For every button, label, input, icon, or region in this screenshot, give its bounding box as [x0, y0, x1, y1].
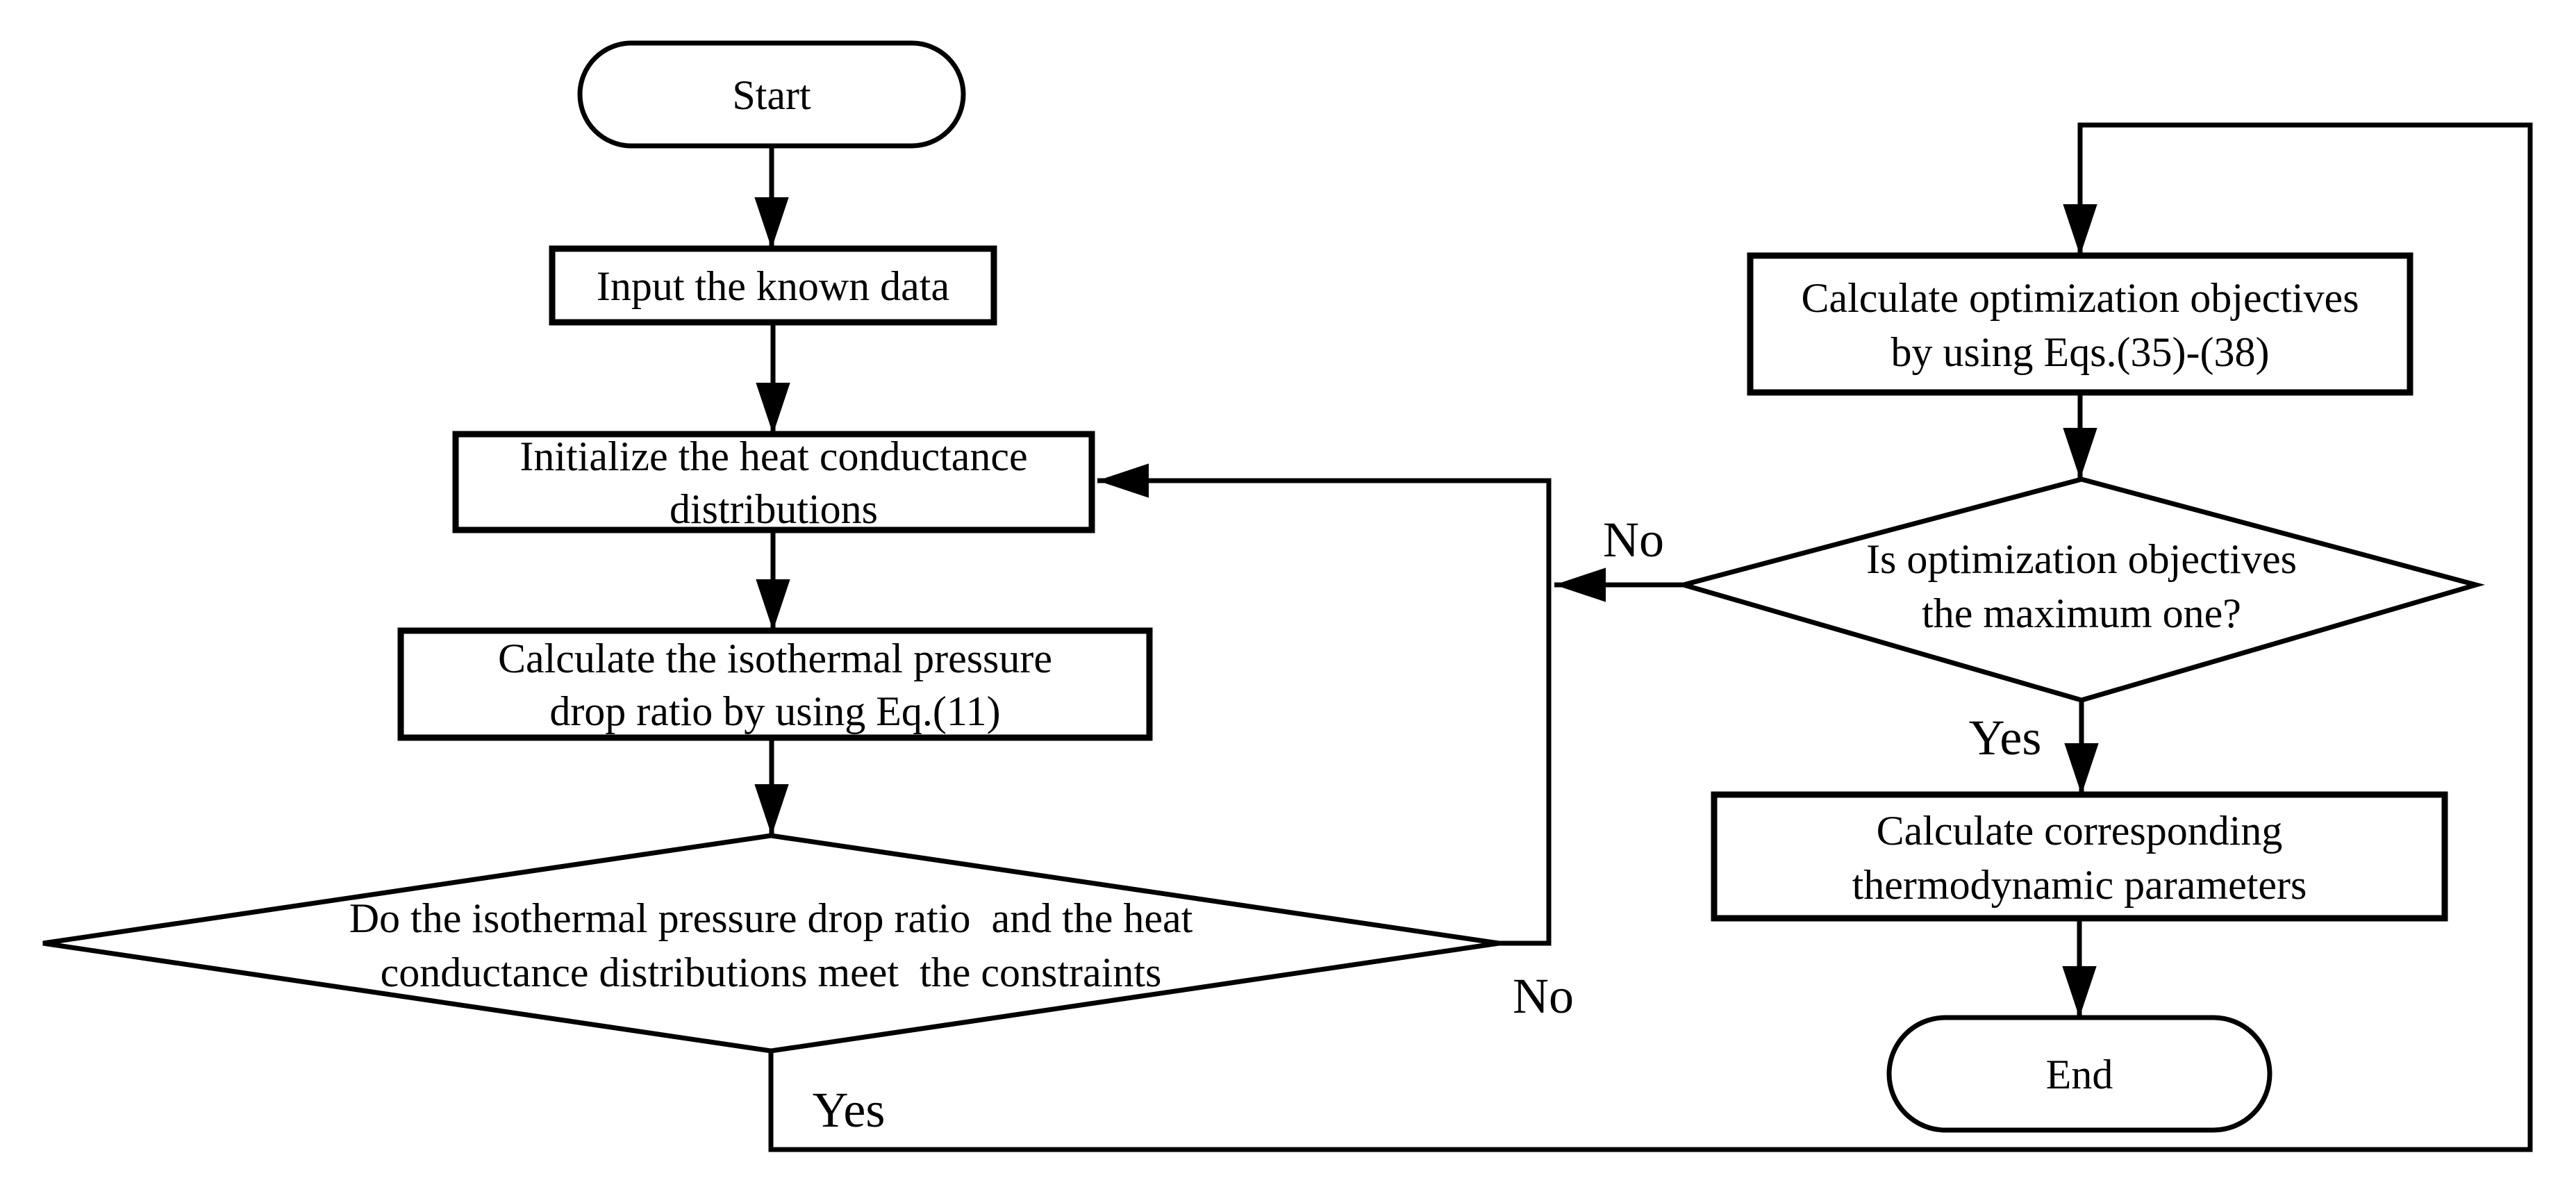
- calc-thermo-label-line2: thermodynamic parameters: [1852, 862, 2307, 908]
- arrow-constraints-yes-to-calc-objectives: [768, 122, 2533, 1152]
- initialize-label-line2: distributions: [670, 486, 878, 532]
- calc-pressure-node: [397, 627, 1153, 741]
- end-label: End: [2046, 1052, 2113, 1097]
- calc-objectives-label-line1: Calculate optimization objectives: [1801, 275, 2359, 321]
- calc-objectives-label-line2: by using Eqs.(35)-(38): [1891, 329, 2270, 375]
- calc-pressure-label-line1: Calculate the isothermal pressure: [498, 636, 1052, 681]
- initialize-node: [452, 431, 1095, 533]
- input-data-label: Input the known data: [597, 263, 949, 309]
- calc-thermo-node: [1711, 791, 2448, 922]
- constraints-no-label: No: [1513, 968, 1574, 1024]
- constraints-decision-node: [42, 833, 1499, 1054]
- maximum-decision-node: [1674, 476, 2485, 703]
- initialize-label-line1: Initialize the heat conductance: [520, 433, 1027, 479]
- maximum-decision-label-line1: Is optimization objectives: [1866, 536, 2297, 582]
- constraints-yes-label: Yes: [813, 1082, 886, 1138]
- calc-pressure-label-line2: drop ratio by using Eq.(11): [549, 688, 1000, 734]
- input-data-node: [549, 245, 997, 326]
- maximum-yes-label: Yes: [1969, 710, 2042, 765]
- maximum-decision-label-line2: the maximum one?: [1922, 590, 2241, 636]
- start-label: Start: [732, 72, 811, 118]
- constraints-decision-label-line1: Do the isothermal pressure drop ratio an…: [349, 895, 1193, 941]
- constraints-decision-label-line2: conductance distributions meet the const…: [381, 950, 1162, 995]
- calc-thermo-label-line1: Calculate corresponding: [1877, 808, 2283, 854]
- calc-objectives-node: [1747, 252, 2413, 396]
- maximum-no-label: No: [1603, 512, 1664, 567]
- arrow-constraints-no-to-initialize: [1097, 463, 1552, 946]
- end-node: [1886, 1015, 2272, 1133]
- start-node: [577, 40, 966, 149]
